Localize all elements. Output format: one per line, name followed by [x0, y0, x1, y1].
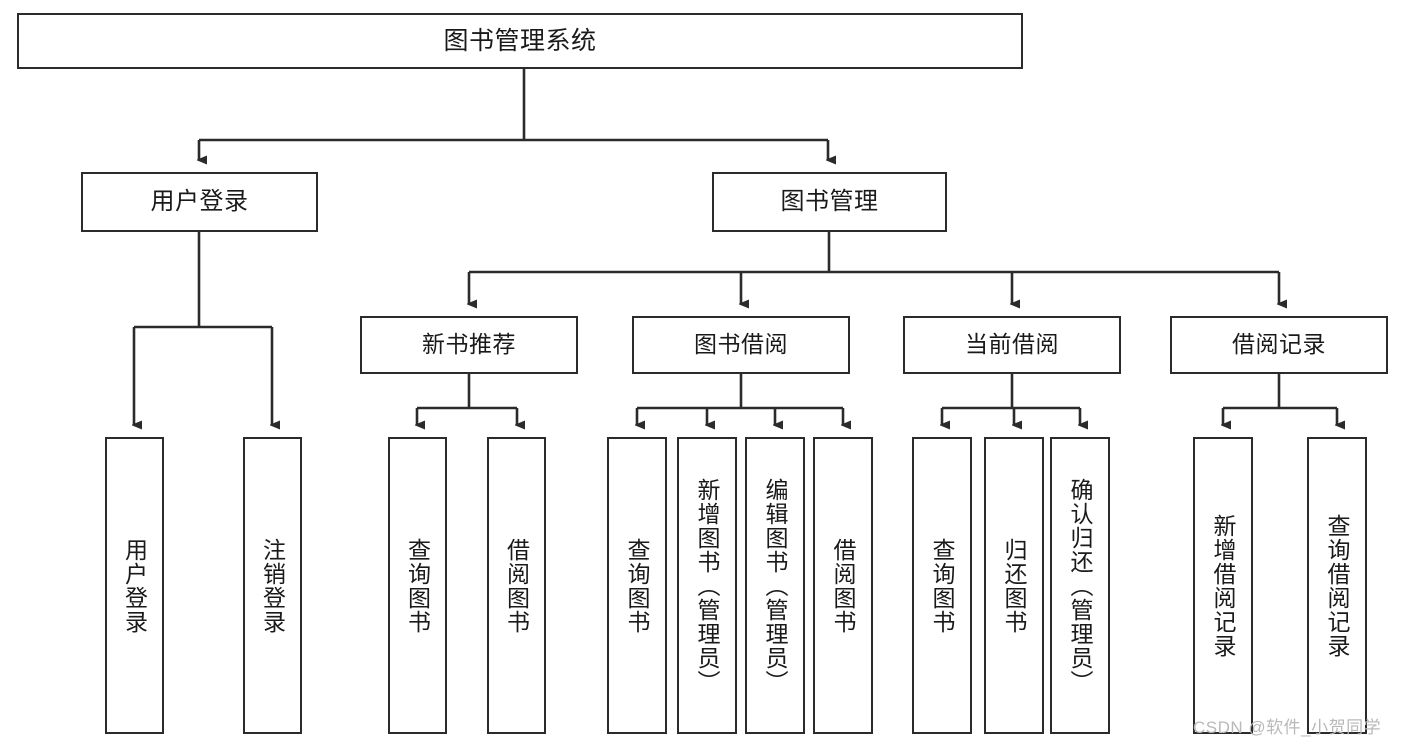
csdn-watermark: CSDN @软件_小贺同学	[1193, 718, 1382, 737]
node-label: 图书管理系统	[443, 27, 597, 55]
node-label: 查询借阅记录	[1324, 513, 1351, 658]
node-label: 确认归还（管理员）	[1067, 477, 1094, 694]
node-leaf-query-book-1[interactable]: 查询图书	[388, 437, 447, 734]
node-leaf-user-login[interactable]: 用户登录	[105, 437, 164, 734]
node-label: 注销登录	[259, 537, 286, 634]
node-leaf-borrow-book-1[interactable]: 借阅图书	[487, 437, 546, 734]
node-label: 用户登录	[150, 187, 249, 215]
node-current-borrow[interactable]: 当前借阅	[903, 316, 1121, 374]
node-label: 新增图书（管理员）	[694, 477, 721, 694]
node-root-system[interactable]: 图书管理系统	[17, 13, 1023, 69]
node-label: 查询图书	[624, 537, 651, 634]
node-new-book-recommend[interactable]: 新书推荐	[360, 316, 578, 374]
node-label: 编辑图书（管理员）	[762, 477, 789, 694]
node-book-borrow[interactable]: 图书借阅	[632, 316, 850, 374]
node-leaf-query-book-3[interactable]: 查询图书	[912, 437, 972, 734]
node-leaf-query-book-2[interactable]: 查询图书	[607, 437, 667, 734]
node-label: 归还图书	[1001, 537, 1028, 634]
node-leaf-return-book[interactable]: 归还图书	[984, 437, 1044, 734]
node-leaf-borrow-book-2[interactable]: 借阅图书	[813, 437, 873, 734]
node-label: 借阅图书	[503, 537, 530, 634]
node-label: 当前借阅	[965, 331, 1059, 358]
node-leaf-confirm-return[interactable]: 确认归还（管理员）	[1050, 437, 1110, 734]
node-label: 新书推荐	[422, 331, 516, 358]
node-label: 图书管理	[780, 187, 879, 215]
node-label: 查询图书	[404, 537, 431, 634]
node-leaf-logout[interactable]: 注销登录	[243, 437, 302, 734]
node-book-manage[interactable]: 图书管理	[712, 172, 947, 232]
node-label: 图书借阅	[694, 331, 788, 358]
node-label: 借阅图书	[830, 537, 857, 634]
node-label: 用户登录	[121, 537, 148, 634]
node-leaf-query-record[interactable]: 查询借阅记录	[1307, 437, 1367, 734]
node-leaf-add-book[interactable]: 新增图书（管理员）	[677, 437, 737, 734]
node-label: 借阅记录	[1232, 331, 1326, 358]
node-borrow-record[interactable]: 借阅记录	[1170, 316, 1388, 374]
node-leaf-add-record[interactable]: 新增借阅记录	[1193, 437, 1253, 734]
node-label: 新增借阅记录	[1210, 513, 1237, 658]
node-label: 查询图书	[929, 537, 956, 634]
node-leaf-edit-book[interactable]: 编辑图书（管理员）	[745, 437, 805, 734]
node-user-login[interactable]: 用户登录	[81, 172, 318, 232]
